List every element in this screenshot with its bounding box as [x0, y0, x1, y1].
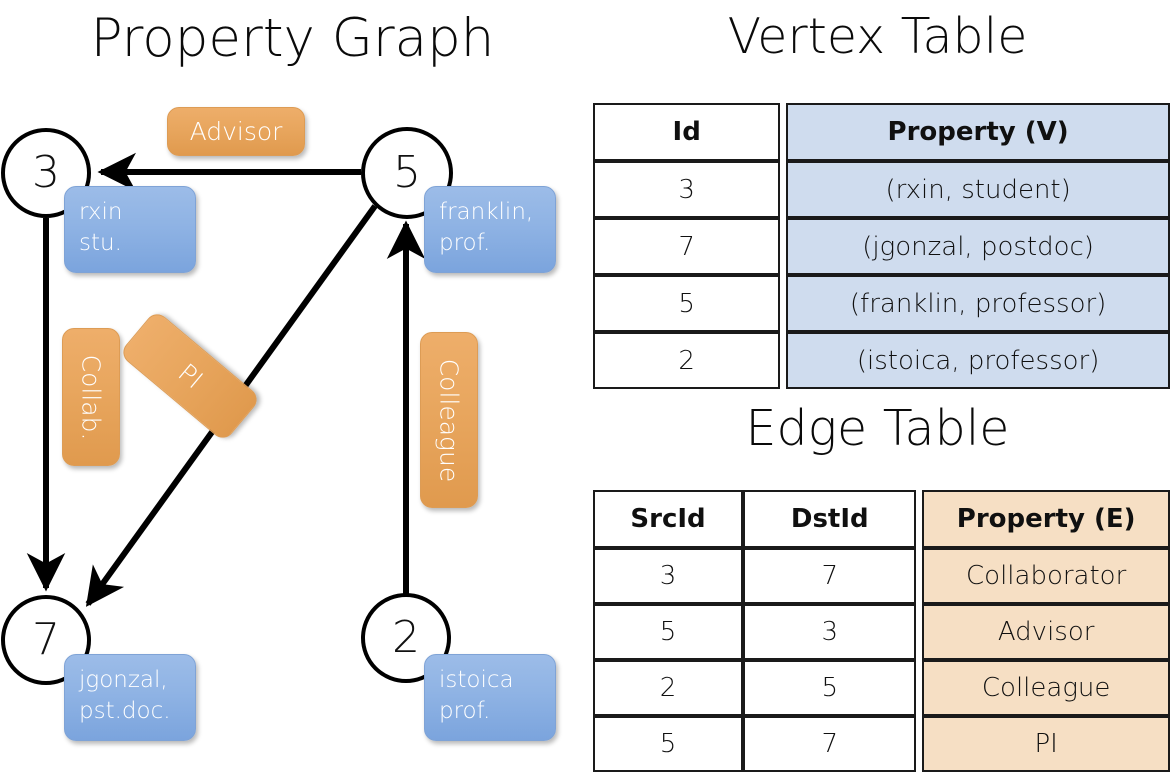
table-row: 5 7 PI — [593, 716, 1170, 772]
edge-label-collab-text: Collab. — [76, 354, 106, 440]
vertex-table-cell-id: 7 — [593, 218, 781, 275]
edge-table-cell-property: Advisor — [922, 604, 1170, 660]
edge-table-cell-srcid: 2 — [593, 660, 744, 716]
edge-label-advisor: Advisor — [167, 107, 305, 156]
vertex-table-header-property: Property (V) — [786, 103, 1170, 161]
table-row: 5 (franklin, professor) — [593, 275, 1170, 332]
edge-table-cell-srcid: 3 — [593, 548, 744, 604]
edge-table-cell-srcid: 5 — [593, 604, 744, 660]
edge-table-header-property: Property (E) — [922, 490, 1170, 548]
vertex-table-cell-property: (istoica, professor) — [786, 332, 1170, 389]
table-row: 2 5 Colleague — [593, 660, 1170, 716]
edge-table-cell-property: Colleague — [922, 660, 1170, 716]
edge-label-collab: Collab. — [62, 328, 120, 466]
page-title-property-graph: Property Graph — [90, 8, 495, 69]
vertex-table: Id Property (V) 3 (rxin, student) 7 (jgo… — [593, 103, 1170, 389]
edge-label-pi-text: PI — [172, 357, 208, 395]
vertex-table-cell-property: (franklin, professor) — [786, 275, 1170, 332]
vertex-node-5[interactable]: 5 — [361, 127, 453, 219]
edge-table-cell-srcid: 5 — [593, 716, 744, 772]
edge-table-cell-dstid: 7 — [743, 716, 917, 772]
vertex-table-cell-id: 5 — [593, 275, 781, 332]
property-graph-diagram: 3 5 7 2 rxin stu. franklin, prof. jgonza… — [0, 0, 585, 760]
edge-label-advisor-text: Advisor — [189, 117, 283, 146]
edge-table-cell-dstid: 5 — [743, 660, 917, 716]
table-row: 2 (istoica, professor) — [593, 332, 1170, 389]
vertex-table-header-id: Id — [593, 103, 781, 161]
edge-table-header-srcid: SrcId — [593, 490, 744, 548]
edge-table-header-row: SrcId DstId Property (E) — [593, 490, 1170, 548]
table-row: 3 (rxin, student) — [593, 161, 1170, 218]
page-title-vertex-table: Vertex Table — [727, 8, 1028, 65]
vertex-table-cell-property: (jgonzal, postdoc) — [786, 218, 1170, 275]
vertex-property-box-5: franklin, prof. — [424, 186, 556, 273]
edge-table-cell-property: Collaborator — [922, 548, 1170, 604]
edge-label-colleague-text: Colleague — [434, 358, 464, 482]
vertex-table-cell-id: 3 — [593, 161, 781, 218]
page-title-edge-table: Edge Table — [745, 400, 1010, 457]
vertex-property-box-2: istoica prof. — [424, 654, 556, 741]
vertex-property-box-3: rxin stu. — [64, 186, 196, 273]
vertex-table-cell-id: 2 — [593, 332, 781, 389]
edge-table-cell-property: PI — [922, 716, 1170, 772]
table-row: 7 (jgonzal, postdoc) — [593, 218, 1170, 275]
edge-table: SrcId DstId Property (E) 3 7 Collaborato… — [593, 490, 1170, 772]
vertex-property-box-7: jgonzal, pst.doc. — [64, 654, 196, 741]
table-row: 3 7 Collaborator — [593, 548, 1170, 604]
edge-label-colleague: Colleague — [420, 332, 478, 508]
edge-table-cell-dstid: 7 — [743, 548, 917, 604]
vertex-table-header-row: Id Property (V) — [593, 103, 1170, 161]
edge-table-cell-dstid: 3 — [743, 604, 917, 660]
vertex-node-2[interactable]: 2 — [361, 593, 451, 683]
vertex-table-cell-property: (rxin, student) — [786, 161, 1170, 218]
edge-table-header-dstid: DstId — [743, 490, 917, 548]
table-row: 5 3 Advisor — [593, 604, 1170, 660]
